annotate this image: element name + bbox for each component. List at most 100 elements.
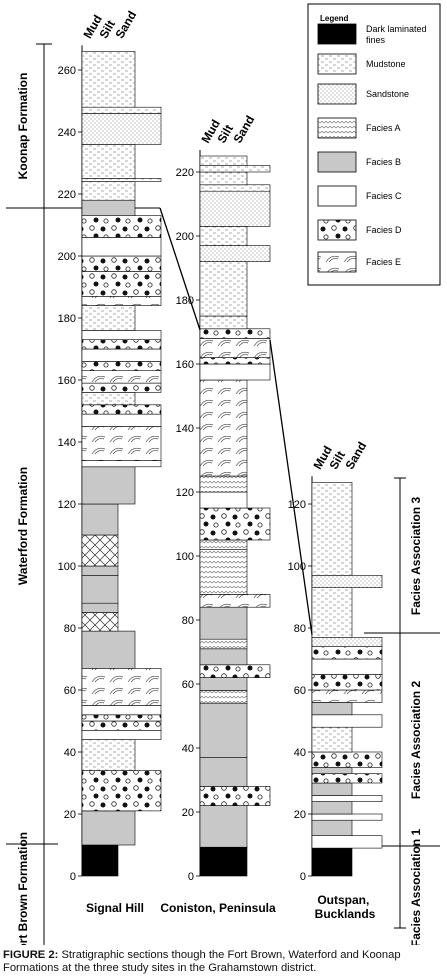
tick-label: 140 xyxy=(58,437,76,449)
legend-label: Mudstone xyxy=(366,59,406,69)
tick-label: 180 xyxy=(58,313,76,325)
bed-B xyxy=(81,602,119,613)
bed-D xyxy=(311,674,383,691)
tick-label: 20 xyxy=(64,809,76,821)
legend-swatch xyxy=(317,117,357,139)
bed-mud xyxy=(81,144,136,179)
bed-D xyxy=(81,271,162,297)
facies-association-bracket: Facies Association 3 Facies Association … xyxy=(364,477,440,945)
bed-B xyxy=(311,782,353,796)
bed-X xyxy=(81,612,119,632)
bed-D xyxy=(199,328,271,339)
legend-label: Facies E xyxy=(366,257,401,267)
bed-dark xyxy=(81,844,119,877)
bed-dark xyxy=(311,847,353,877)
tick-label: 240 xyxy=(58,127,76,139)
legend-item-D: Facies D xyxy=(317,219,402,241)
legend-item-E: Facies E xyxy=(317,251,401,273)
bed-D xyxy=(199,664,271,678)
tick-label: 120 xyxy=(58,499,76,511)
bed-C xyxy=(311,835,383,849)
bed-B xyxy=(199,606,248,640)
bed-mud xyxy=(311,726,353,753)
bed-D xyxy=(311,773,383,784)
caption-label: FIGURE 2: xyxy=(3,949,59,961)
bed-B xyxy=(81,574,119,604)
tick-label: 260 xyxy=(58,65,76,77)
bed-C xyxy=(81,413,162,427)
section-column: 020406080100120140160180200220MudSiltSan… xyxy=(176,113,271,883)
bed-B xyxy=(311,819,353,837)
section-name-coniston: Coniston, Peninsula xyxy=(160,901,276,915)
bed-sand xyxy=(199,190,271,227)
bed-mud xyxy=(199,155,248,166)
bed-E xyxy=(81,370,162,384)
bed-D xyxy=(81,720,162,731)
bed-C xyxy=(199,491,248,509)
bed-mud xyxy=(311,587,353,638)
bed-mud xyxy=(81,106,162,114)
tick-label: 20 xyxy=(182,807,194,819)
legend-label: Facies B xyxy=(366,157,401,167)
bed-mud xyxy=(199,171,248,186)
bed-B xyxy=(81,630,136,669)
tick-label: 160 xyxy=(58,375,76,387)
tick-label: 80 xyxy=(64,623,76,635)
bed-mud xyxy=(81,392,136,406)
tick-label: 200 xyxy=(58,251,76,263)
formation-label-waterford: Waterford Formation xyxy=(16,467,30,585)
bed-C xyxy=(81,348,162,362)
bed-C xyxy=(199,363,271,381)
bed-B xyxy=(81,503,119,536)
bed-E xyxy=(199,338,271,358)
bed-B xyxy=(311,702,353,716)
bed-B xyxy=(199,702,248,758)
bed-D xyxy=(81,714,162,722)
legend-label: Facies C xyxy=(366,191,402,201)
bed-B xyxy=(311,767,353,774)
bed-A xyxy=(199,638,248,650)
formation-label-koonap: Koonap Formation xyxy=(16,73,30,180)
tick-label: 20 xyxy=(294,809,306,821)
tick-label: 60 xyxy=(294,685,306,697)
tick-label: 220 xyxy=(58,189,76,201)
tick-label: 40 xyxy=(64,747,76,759)
bed-E xyxy=(81,667,162,706)
tick-label: 100 xyxy=(176,551,194,563)
bed-D xyxy=(311,751,383,768)
bed-E xyxy=(199,594,271,608)
bed-D xyxy=(199,357,271,365)
bed-A xyxy=(199,690,248,704)
tick-label: 40 xyxy=(294,747,306,759)
bed-B xyxy=(81,810,136,846)
legend-title: Legend xyxy=(320,14,349,23)
association-label-1: Facies Association 1 xyxy=(409,829,423,945)
tick-label: 80 xyxy=(182,615,194,627)
caption-text: Stratigraphic sections though the Fort B… xyxy=(3,949,401,974)
legend-label: Facies D xyxy=(366,225,402,235)
tick-label: 120 xyxy=(288,499,306,511)
bed-E xyxy=(81,426,162,461)
legend-label: Sandstone xyxy=(366,89,409,99)
bed-C xyxy=(311,658,383,675)
bed-X xyxy=(81,534,119,567)
bed-mud xyxy=(81,51,136,108)
bed-A xyxy=(199,549,248,595)
section-name-signal-hill: Signal Hill xyxy=(86,901,144,915)
tick-label: 100 xyxy=(58,561,76,573)
section-name-outspan: Outspan, Bucklands xyxy=(315,893,376,921)
section-column: 020406080100120140160180200220240260MudS… xyxy=(58,8,162,883)
bed-A xyxy=(199,475,248,493)
legend-item-mud: Mudstone xyxy=(317,53,406,75)
bed-mud xyxy=(81,181,136,201)
tick-label: 200 xyxy=(176,231,194,243)
bed-E xyxy=(311,689,383,703)
bed-sand xyxy=(81,113,162,145)
tick-label: 80 xyxy=(294,623,306,635)
bed-D xyxy=(81,361,162,371)
bed-D xyxy=(199,507,271,541)
bed-D xyxy=(81,404,162,415)
tick-label: 0 xyxy=(70,871,76,883)
